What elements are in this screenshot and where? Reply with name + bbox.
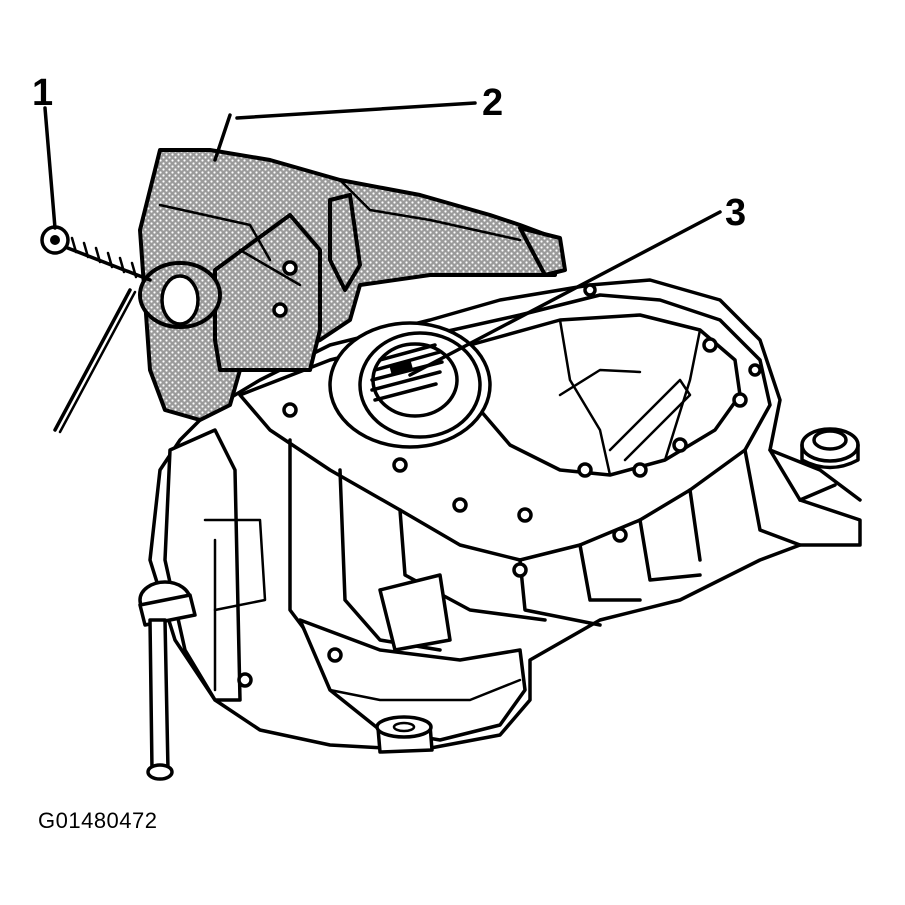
removal-tool-fixture bbox=[138, 113, 567, 422]
leader-line-2 bbox=[235, 101, 477, 120]
tool-rod bbox=[213, 113, 232, 162]
tool-plate bbox=[213, 213, 322, 372]
lower-nut bbox=[375, 715, 434, 754]
tool-arm bbox=[328, 193, 362, 292]
right-plug bbox=[800, 427, 860, 470]
callout-1: 1 bbox=[32, 72, 53, 114]
bearing-seal bbox=[370, 343, 444, 402]
flange-bolt-holes bbox=[237, 283, 762, 688]
figure-id: G01480472 bbox=[38, 808, 158, 833]
callout-2: 2 bbox=[482, 82, 503, 124]
housing-case bbox=[148, 278, 862, 752]
bearing-bore bbox=[328, 321, 492, 449]
handle-rod bbox=[53, 288, 132, 432]
leader-line-3 bbox=[408, 210, 722, 377]
vise-handle bbox=[138, 580, 197, 781]
callout-3: 3 bbox=[725, 192, 746, 234]
leader-line-1 bbox=[43, 106, 57, 230]
lower-bowl bbox=[298, 618, 527, 742]
center-block bbox=[378, 573, 452, 652]
left-frame bbox=[163, 428, 242, 702]
forcing-screw bbox=[40, 225, 152, 282]
